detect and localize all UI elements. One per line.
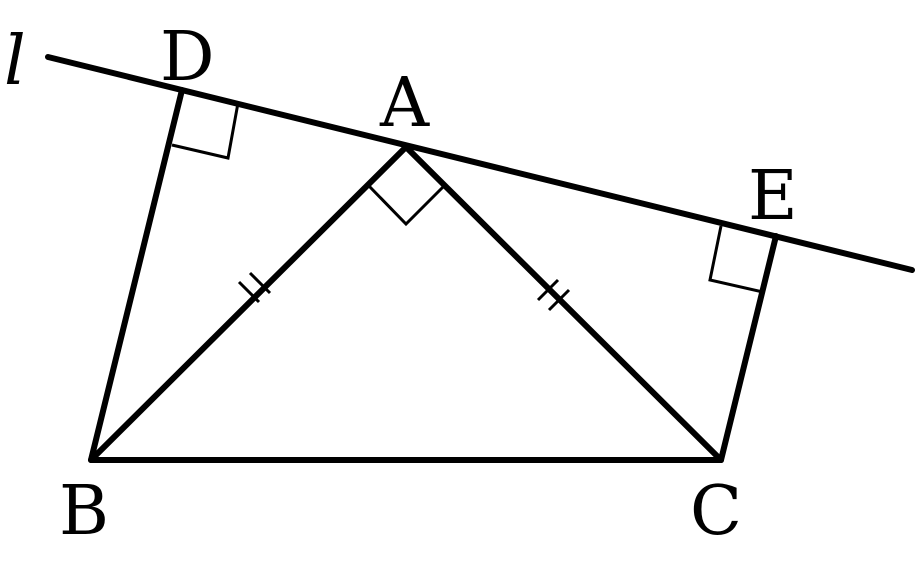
segment-AC: [403, 144, 724, 463]
equal-tick-AC-1: [536, 278, 560, 302]
right-angle-mark-E: [708, 225, 764, 294]
segment-AB: [88, 144, 409, 463]
label-point-D: D: [160, 18, 215, 97]
line-l: [45, 54, 915, 273]
right-angle-mark-D: [171, 102, 240, 160]
label-point-C: C: [690, 472, 742, 551]
right-angle-mark-A: [367, 184, 446, 227]
label-point-E: E: [748, 157, 798, 236]
label-point-A: A: [379, 64, 430, 143]
equal-tick-AC-2: [547, 288, 571, 312]
label-line-l: l: [4, 22, 26, 101]
equal-tick-AB-2: [248, 271, 272, 295]
equal-tick-AB-1: [237, 280, 261, 304]
segment-BD: [88, 87, 185, 463]
segment-CE: [718, 233, 779, 463]
label-point-B: B: [59, 472, 109, 551]
